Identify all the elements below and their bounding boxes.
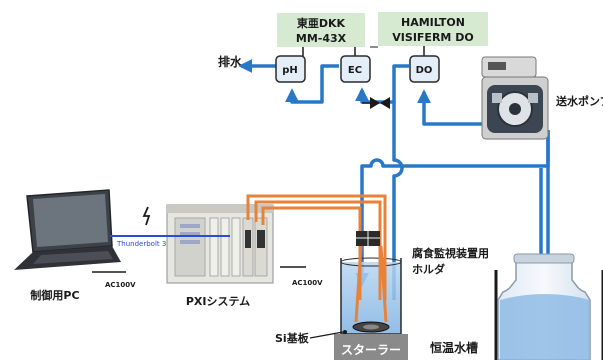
stirrer-icon: スターラー: [334, 334, 408, 360]
ph-meter-label: 東亜DKK MM-43X: [277, 13, 365, 47]
holder-label-line2: ホルダ: [412, 262, 445, 276]
probe-wire-1: [246, 194, 387, 300]
pump-icon: [481, 56, 549, 140]
do-to-pump-pipe: [417, 89, 484, 126]
pc-label: 制御用PC: [30, 288, 79, 302]
do-sensor: DO: [409, 55, 440, 83]
thermostatic-bath: [494, 253, 603, 360]
probe-wire-4: [354, 245, 363, 323]
connector-icon: [356, 231, 380, 246]
ph-sensor-label: pH: [282, 65, 298, 76]
bath-label: 恒温水槽: [430, 340, 478, 355]
do-sensor-label: DO: [416, 65, 433, 76]
si-leader-dot: [343, 330, 347, 334]
ec-sensor: EC: [340, 55, 371, 83]
pxi-label: PXIシステム: [186, 295, 250, 308]
pc-ac-label: AC100V: [105, 281, 136, 289]
supply-pipe: [355, 130, 550, 287]
do-meter-line1: HAMILTON: [401, 16, 465, 29]
ph-meter-line1: 東亜DKK: [297, 16, 346, 30]
si-label: Si基板: [275, 331, 310, 345]
holder-beaker: [340, 257, 402, 335]
ph-sensor: pH: [275, 55, 306, 83]
stirrer-label: スターラー: [341, 343, 401, 357]
drain-label: 排水: [218, 54, 243, 69]
do-meter-line2: VISIFERM DO: [392, 31, 473, 44]
si-leader-line: [309, 331, 344, 339]
thunderbolt-icon: [142, 206, 151, 226]
valve-icon: [362, 97, 390, 109]
holder-label-line1: 腐食監視装置用: [412, 246, 489, 260]
do-meter-label: HAMILTON VISIFERM DO: [378, 12, 488, 46]
probe-wire-5: [379, 245, 388, 323]
main-return-pipe: [392, 102, 404, 300]
thunderbolt-label: Thunderbolt 3: [116, 240, 166, 248]
pxi-chassis: [166, 204, 274, 284]
ph-meter-line2: MM-43X: [296, 32, 347, 45]
ec-sensor-label: EC: [348, 65, 362, 76]
pxi-ac-label: AC100V: [292, 279, 323, 287]
laptop-icon: [14, 189, 121, 270]
pump-label: 送水ポンプ: [555, 94, 603, 108]
ec-to-ph-pipe: [285, 64, 339, 104]
